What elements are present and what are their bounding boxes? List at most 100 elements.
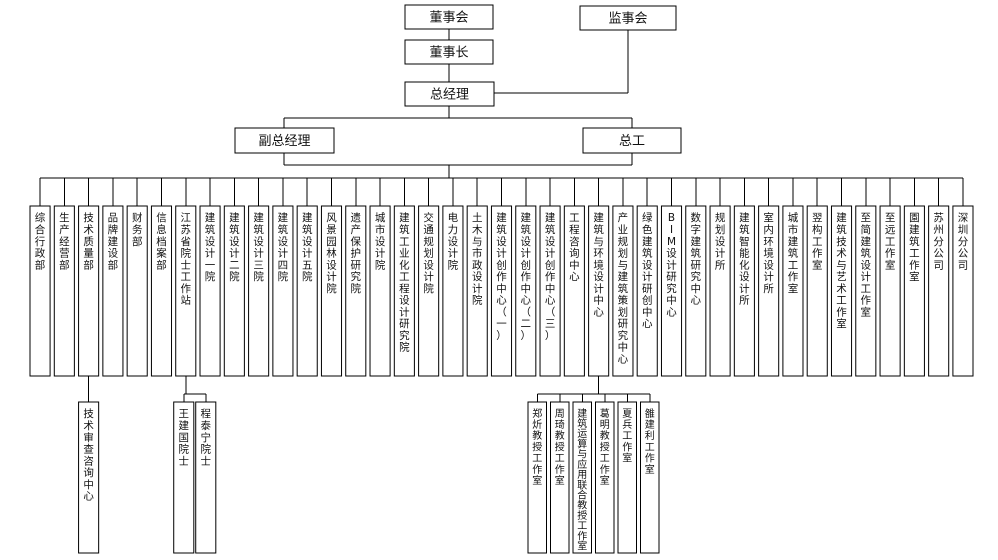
box-frame: [223, 205, 245, 377]
dept-box-5-label: 财务部: [132, 211, 143, 248]
dept-box-33-label: 翌构工作室: [812, 212, 823, 271]
box-frame: [442, 205, 464, 377]
dept-box-20-label: 建筑设计创作中心（一）: [496, 211, 507, 342]
dept-box-2: 生产经营部: [53, 205, 75, 377]
box-frame: [582, 127, 682, 154]
box-frame: [595, 401, 615, 554]
dept-box-15-label: 城市设计院: [375, 212, 386, 271]
box-frame: [369, 205, 391, 377]
dept-box-6-label: 信息档案部: [156, 212, 167, 271]
box-frame: [579, 5, 677, 31]
dept-box-34-label: 建筑技术与艺术工作室: [836, 211, 847, 330]
dept-box-30-label: 建筑智能化设计所: [739, 211, 750, 306]
dept-box-20: 建筑设计创作中心（一）: [490, 205, 513, 377]
dept-box-3: 技术质量部: [78, 205, 100, 377]
dept-box-9: 建筑设计二院: [223, 205, 245, 377]
general-manager-box-label: 总经理: [430, 88, 469, 103]
box-frame: [53, 205, 75, 377]
dept-box-26-label: 绿色建筑设计研创中心: [642, 211, 653, 330]
box-frame: [466, 205, 488, 377]
dept-box-6: 信息档案部: [150, 205, 173, 377]
dept-box-4: 品牌建设部: [102, 205, 124, 377]
dept-box-3-label: 技术质量部: [83, 211, 94, 271]
dept-box-8: 建筑设计一院: [199, 205, 221, 377]
dept-box-17-label: 交通规划设计院: [423, 211, 434, 295]
box-frame: [515, 205, 537, 377]
org-boxes: 董事会监事会董事长总经理副总经理总工综合行政部生产经营部技术质量部品牌建设部财务…: [29, 4, 974, 554]
dept-box-23-label: 工程咨询中心: [569, 212, 580, 283]
deputy-gm-box-label: 副总经理: [258, 134, 310, 149]
studio-box-3: 建筑运算与应用联合教授工作室: [572, 401, 592, 554]
dept-box-24-label: 建筑与环境设计中心: [593, 211, 604, 318]
dept-box-38: 苏州分公司: [928, 205, 950, 377]
box-frame: [404, 39, 494, 65]
academician-box-1: 王建国院士: [173, 401, 195, 554]
deputy-gm-box: 副总经理: [234, 127, 335, 154]
box-frame: [234, 127, 335, 154]
dept-box-16: 建筑工业化工程设计研究院: [393, 205, 415, 377]
studio-box-1: 郑炘教授工作室: [527, 401, 547, 554]
dept-box-14: 遗产保护研究院: [345, 205, 367, 377]
academician-box-1-label: 王建国院士: [179, 408, 190, 467]
box-frame: [78, 205, 100, 377]
box-frame: [636, 205, 658, 377]
box-frame: [199, 205, 221, 377]
box-frame: [830, 205, 853, 377]
dept-box-1-label: 综合行政部: [35, 211, 46, 271]
box-frame: [527, 401, 547, 554]
dept-box-36-label: 至远工作室: [885, 212, 896, 271]
box-frame: [617, 401, 637, 554]
studio-box-1-label: 郑炘教授工作室: [532, 407, 542, 487]
academician-box-2-label: 程泰宁院士: [201, 408, 212, 467]
box-frame: [296, 205, 318, 377]
box-frame: [928, 205, 950, 377]
studio-box-4-label: 葛明教授工作室: [600, 407, 610, 487]
box-frame: [709, 205, 731, 377]
box-frame: [102, 205, 124, 377]
studio-box-3-label: 建筑运算与应用联合教授工作室: [577, 407, 587, 553]
box-frame: [572, 401, 592, 554]
box-frame: [855, 205, 877, 377]
box-frame: [404, 4, 494, 30]
dept-box-16-label: 建筑工业化工程设计研究院: [399, 211, 410, 353]
box-frame: [272, 205, 294, 377]
studio-box-5: 夏兵工作室: [617, 401, 637, 554]
dept-box-29-label: 规划设计所: [715, 211, 726, 271]
studio-box-5-label: 夏兵工作室: [622, 408, 632, 465]
box-frame: [345, 205, 367, 377]
dept-box-22: 建筑设计创作中心（三）: [539, 205, 561, 377]
box-frame: [588, 205, 610, 377]
box-frame: [660, 205, 683, 377]
box-frame: [806, 205, 828, 377]
box-frame: [879, 205, 901, 377]
dept-box-12-label: 建筑设计五院: [302, 211, 313, 283]
dept-box-35: 至简建筑设计工作室: [855, 205, 877, 377]
box-frame: [29, 205, 51, 377]
dept-box-19: 土木与市政设计院: [466, 205, 488, 377]
chief-engineer-box: 总工: [582, 127, 682, 154]
dept-box-37: 園建筑工作室: [903, 205, 925, 377]
box-frame: [248, 205, 270, 377]
box-frame: [173, 401, 195, 554]
dept-box-23: 工程咨询中心: [563, 205, 585, 377]
box-frame: [195, 401, 217, 554]
dept-box-39-label: 深圳分公司: [958, 212, 969, 271]
studio-box-6-label: 雒建利工作室: [645, 407, 655, 476]
dept-box-37-label: 園建筑工作室: [909, 212, 920, 283]
dept-box-38-label: 苏州分公司: [933, 211, 944, 271]
dept-box-28: 数字建筑研究中心: [685, 205, 707, 377]
dept-box-24: 建筑与环境设计中心: [588, 205, 610, 377]
dept-box-31-label: 室内环境设计所: [763, 211, 774, 295]
dept-box-32: 城市建筑工作室: [782, 205, 804, 377]
box-frame: [490, 205, 513, 377]
dept-box-18: 电力设计院: [442, 205, 464, 377]
dept-box-7-label: 江苏省院士工作站: [181, 212, 192, 306]
box-frame: [758, 205, 780, 377]
dept-box-19-label: 土木与市政设计院: [472, 211, 483, 306]
academician-box-2: 程泰宁院士: [195, 401, 217, 554]
chief-engineer-box-label: 总工: [619, 134, 645, 149]
box-frame: [685, 205, 707, 377]
dept-box-30: 建筑智能化设计所: [733, 205, 755, 377]
studio-box-6: 雒建利工作室: [640, 401, 660, 554]
